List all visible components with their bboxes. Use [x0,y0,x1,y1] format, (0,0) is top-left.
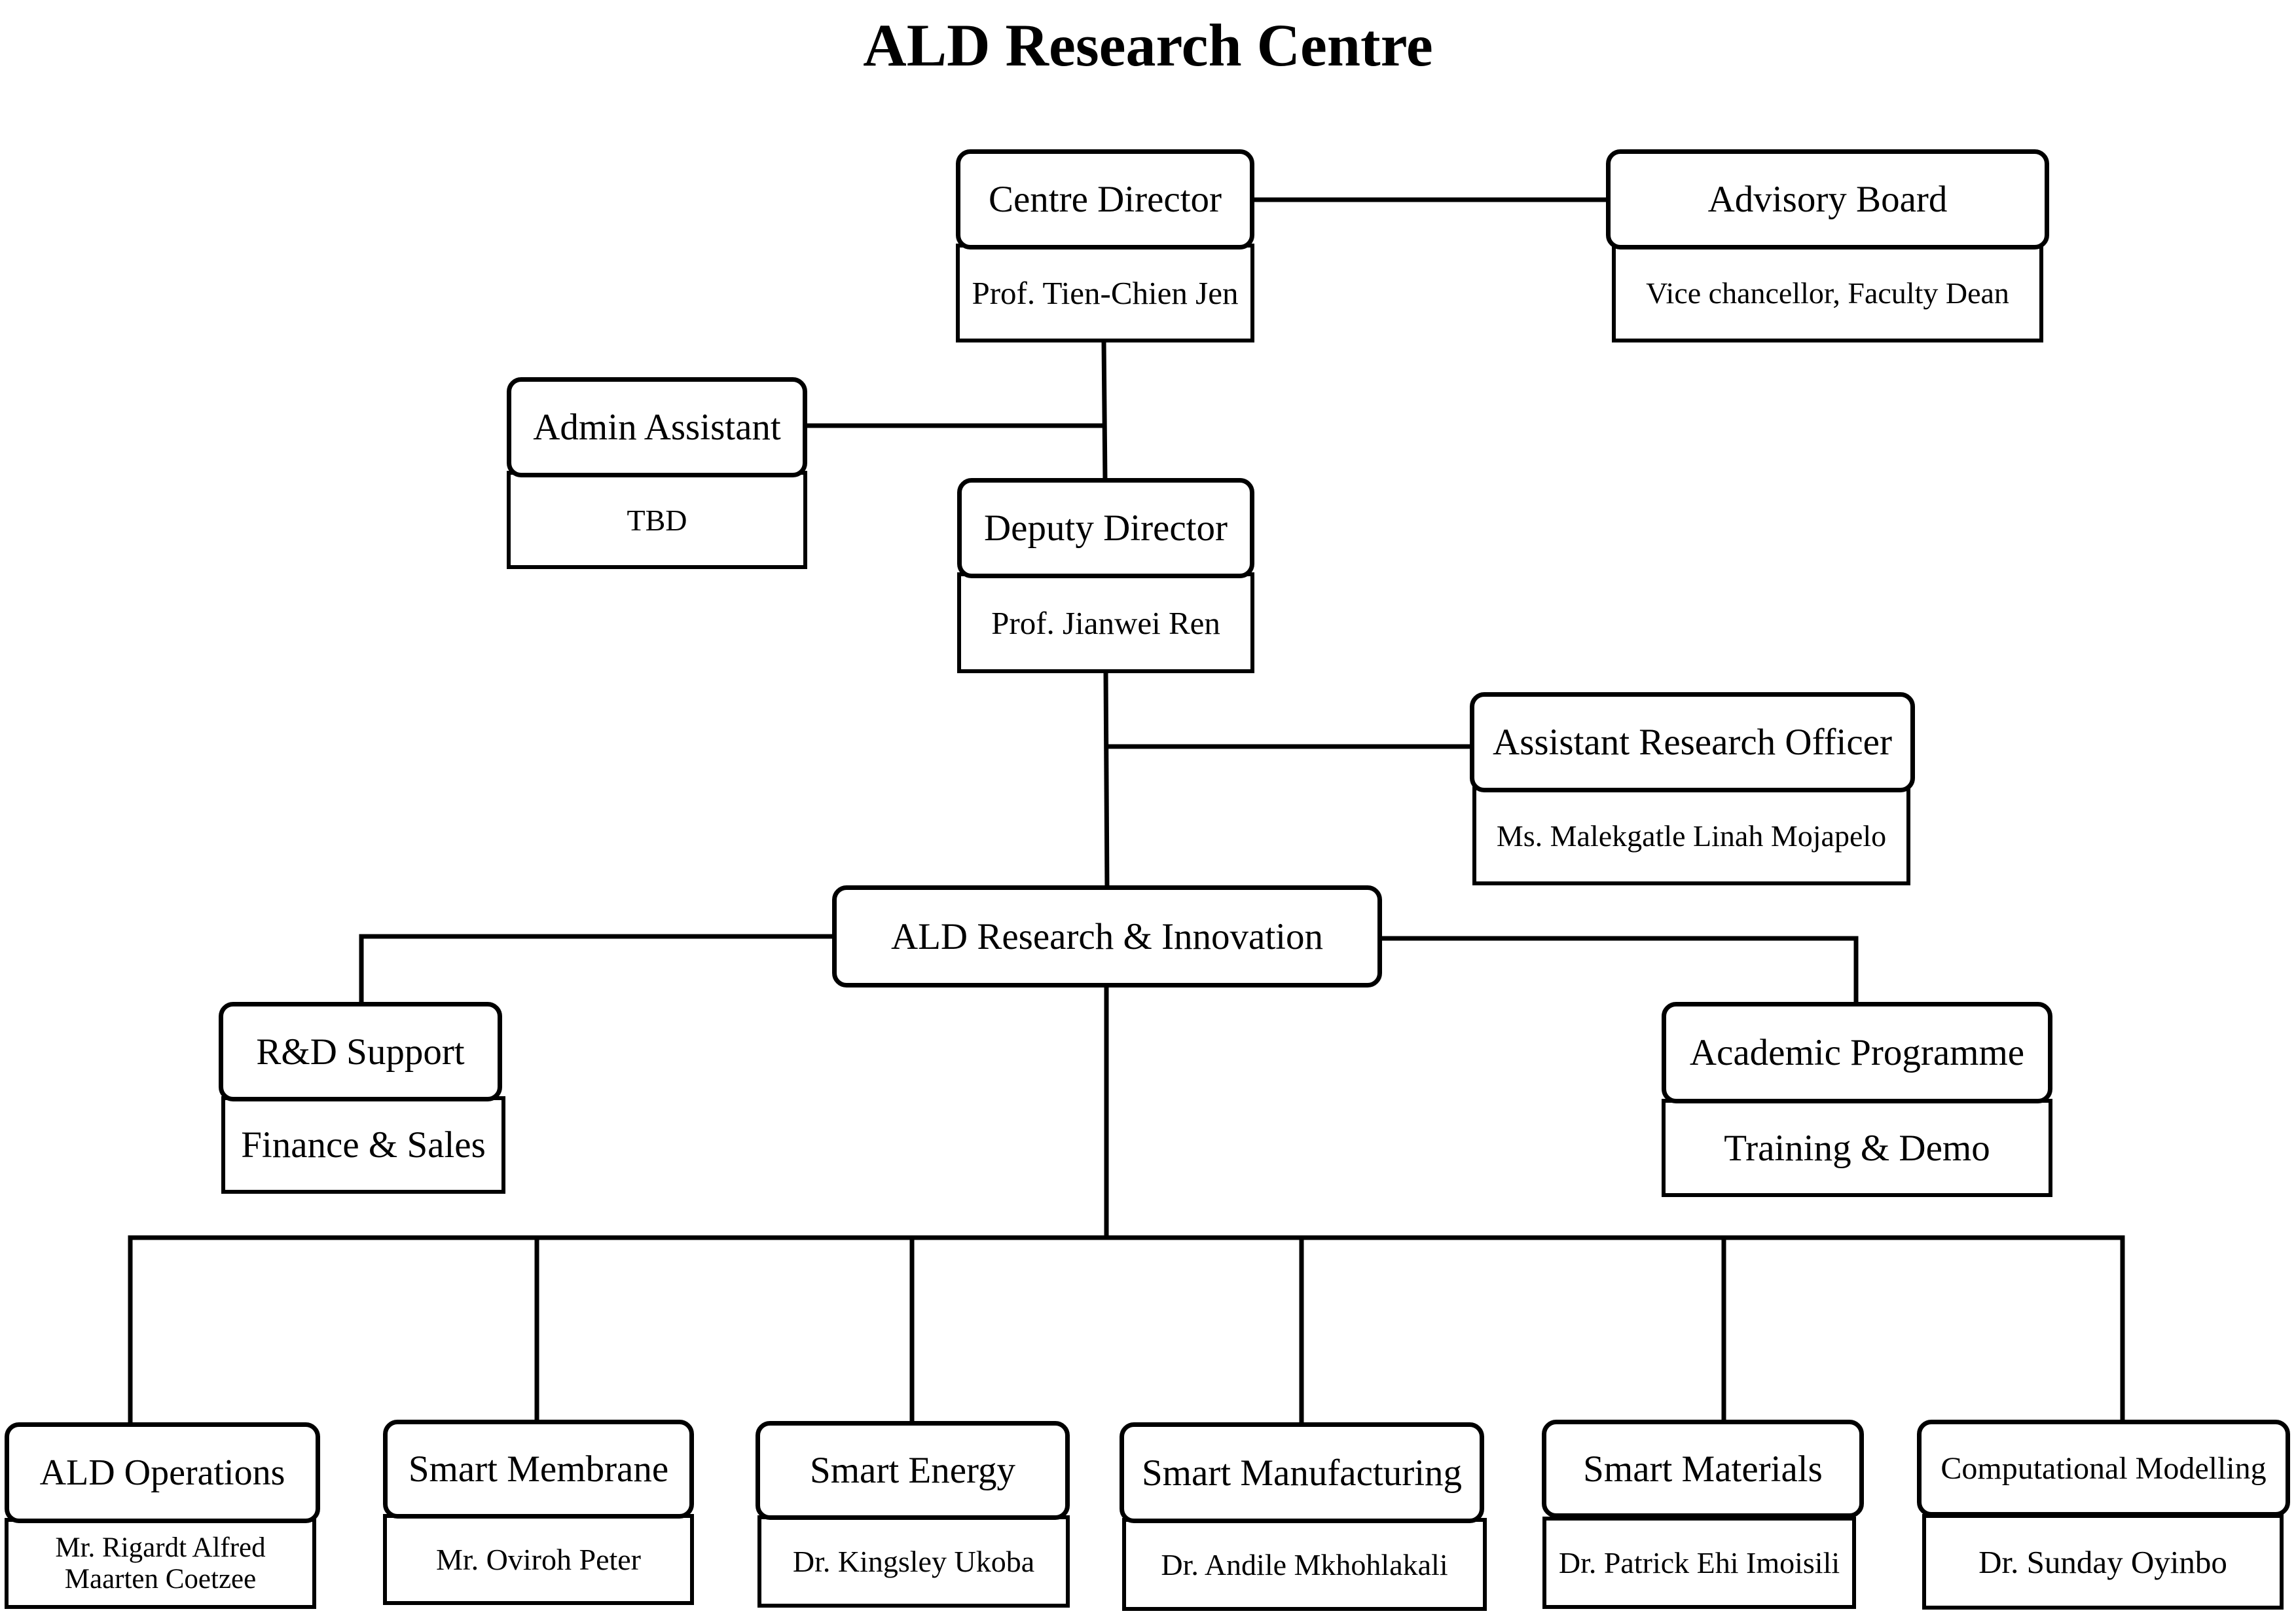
node-rd-support: R&D Support Finance & Sales [219,1002,505,1194]
person-label: Dr. Andile Mkhohlakali [1122,1518,1487,1611]
person-label: Mr. Rigardt Alfred Maarten Coetzee [5,1518,316,1609]
node-advisory-board: Advisory Board Vice chancellor, Faculty … [1606,149,2049,342]
node-ald-operations: ALD Operations Mr. Rigardt Alfred Maarte… [5,1422,320,1609]
person-label: Dr. Kingsley Ukoba [757,1515,1070,1608]
role-label: Assistant Research Officer [1470,692,1915,792]
node-centre-director: Centre Director Prof. Tien-Chien Jen [956,149,1254,342]
person-label: Vice chancellor, Faculty Dean [1612,244,2043,342]
connector-academic [1376,936,1859,1008]
node-academic-programme: Academic Programme Training & Demo [1662,1002,2052,1197]
role-label: Advisory Board [1606,149,2049,249]
person-label: TBD [507,471,807,569]
role-label: Academic Programme [1662,1002,2052,1103]
role-label: ALD Operations [5,1422,320,1523]
person-label: Ms. Malekgatle Linah Mojapelo [1472,786,1910,885]
role-label: Smart Energy [756,1421,1070,1520]
node-smart-membrane: Smart Membrane Mr. Oviroh Peter [383,1420,694,1605]
role-label: Smart Materials [1542,1420,1864,1518]
connector-deputy-innovation [1103,669,1110,891]
node-smart-manufacturing: Smart Manufacturing Dr. Andile Mkhohlaka… [1120,1422,1487,1611]
person-label: Dr. Sunday Oyinbo [1922,1514,2284,1610]
node-smart-materials: Smart Materials Dr. Patrick Ehi Imoisili [1542,1420,1864,1609]
role-label: Computational Modelling [1917,1420,2290,1517]
person-label: Prof. Tien-Chien Jen [956,244,1254,342]
node-smart-energy: Smart Energy Dr. Kingsley Ukoba [756,1421,1070,1608]
role-label: Deputy Director [957,478,1254,578]
connector-director-deputy [1101,338,1108,484]
role-label: Smart Manufacturing [1120,1422,1484,1523]
node-ald-research-innovation: ALD Research & Innovation [832,885,1382,987]
role-label: R&D Support [219,1002,502,1101]
role-label: Centre Director [956,149,1254,249]
chart-title: ALD Research Centre [863,12,1433,79]
node-admin-assistant: Admin Assistant TBD [507,377,807,569]
person-label: Dr. Patrick Ehi Imoisili [1542,1517,1856,1609]
node-computational-modelling: Computational Modelling Dr. Sunday Oyinb… [1917,1420,2290,1610]
person-label: Prof. Jianwei Ren [957,572,1254,673]
person-label: Mr. Oviroh Peter [383,1514,694,1605]
person-label: Finance & Sales [221,1096,505,1194]
node-deputy-director: Deputy Director Prof. Jianwei Ren [957,478,1254,673]
role-label: Smart Membrane [383,1420,694,1519]
person-label: Training & Demo [1662,1099,2052,1197]
role-label: Admin Assistant [507,377,807,477]
role-label: ALD Research & Innovation [832,885,1382,987]
connector-rd-support [359,934,838,1008]
node-assistant-research-officer: Assistant Research Officer Ms. Malekgatl… [1470,692,1915,885]
